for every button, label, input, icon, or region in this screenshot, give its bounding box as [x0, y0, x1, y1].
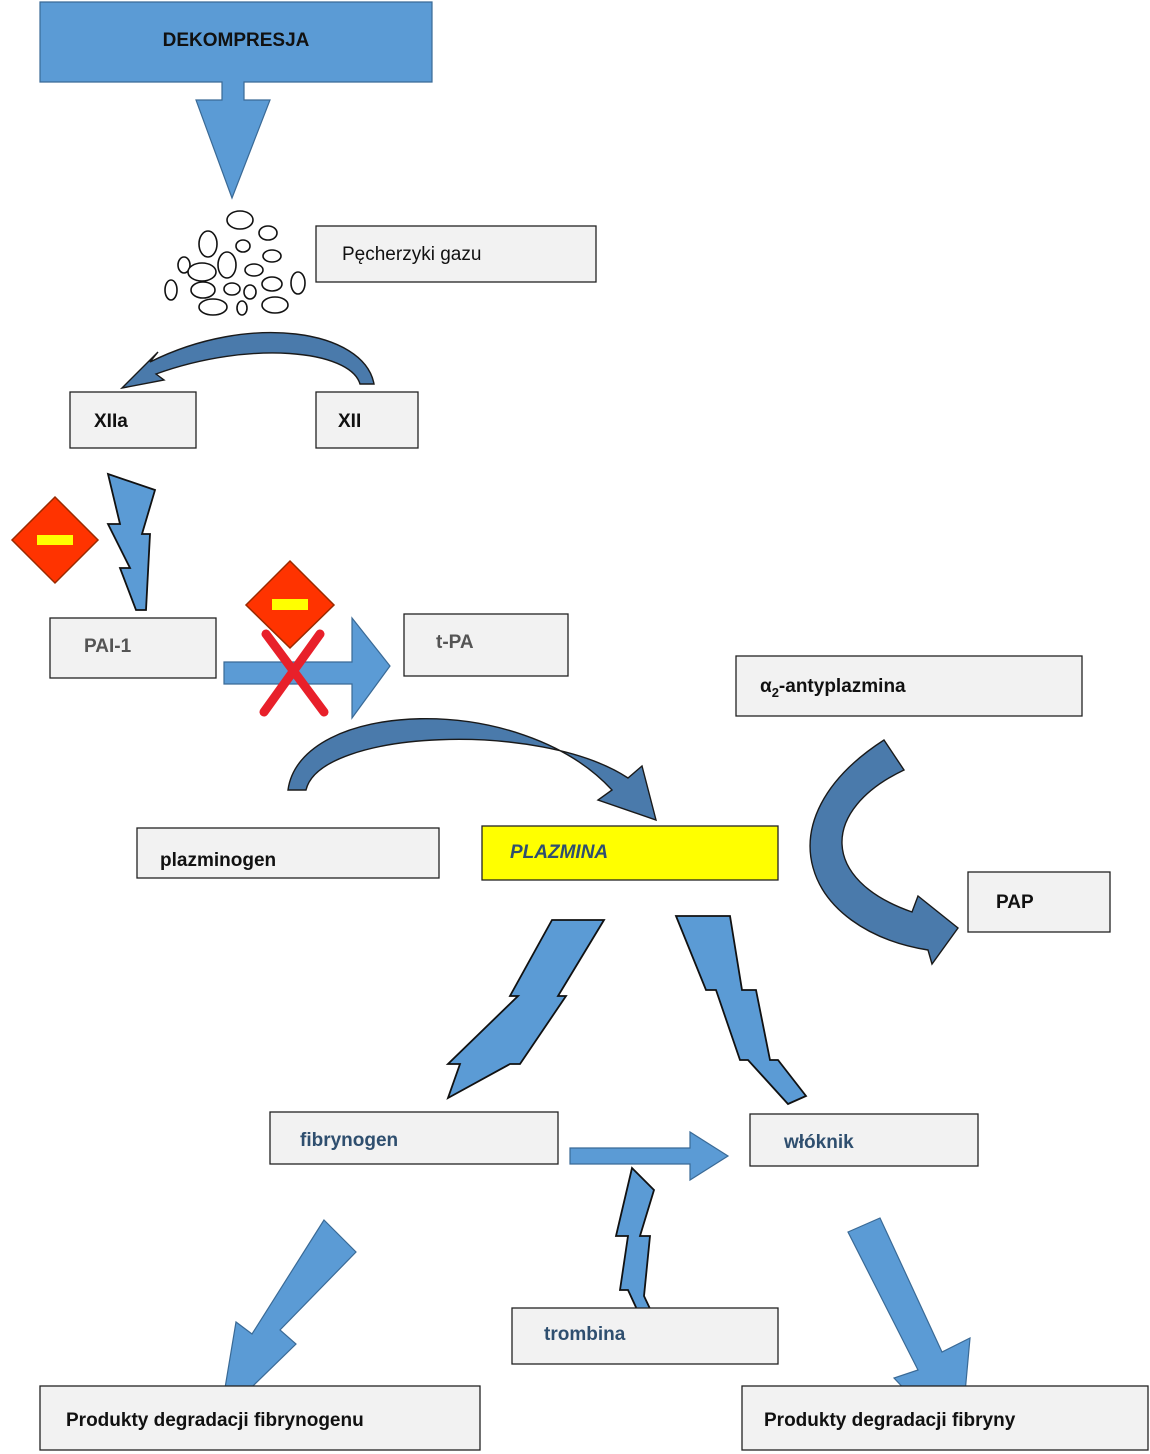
plazmina-to-fibrynogen-bolt	[445, 919, 606, 1100]
plazminogen-box	[136, 827, 440, 879]
wloknik-box	[749, 1113, 979, 1167]
plazmina-label: PLAZMINA	[510, 842, 608, 863]
wloknik-label: włóknik	[783, 1132, 854, 1153]
fibrynogen-to-wloknik-arrow	[569, 1130, 730, 1182]
inhibition-left-icon	[10, 495, 100, 585]
trombina-bolt	[614, 1166, 663, 1333]
trombina-box	[511, 1307, 779, 1365]
pai1-to-tpa-arrow	[223, 616, 391, 720]
dekompresja-label: DEKOMPRESJA	[163, 30, 310, 51]
xii-label: XII	[338, 411, 361, 432]
gas-bubbles-icon	[164, 210, 306, 316]
xii-to-xiia-arrow	[119, 331, 375, 390]
plazmina-to-wloknik-bolt	[674, 915, 808, 1106]
plazminogen-to-plazmina-arrow	[287, 718, 658, 822]
produkty-fibryny-label: Produkty degradacji fibryny	[764, 1410, 1016, 1431]
pap-box	[967, 871, 1111, 933]
alpha2-antyplazmina-label: α2-antyplazmina	[760, 676, 906, 700]
alpha2-antyplazmina-box	[735, 655, 1083, 717]
alpha2-to-pap-arrow	[809, 739, 959, 966]
inhibition-mid-icon	[244, 559, 336, 650]
fibrynogen-box	[269, 1111, 559, 1165]
xiia-to-pai1-bolt	[106, 472, 157, 611]
xii-box	[315, 391, 419, 449]
pai1-box	[49, 617, 217, 679]
tpa-box	[403, 613, 569, 677]
produkty-fibrynogenu-box	[39, 1385, 481, 1451]
plazmina-box	[481, 825, 779, 881]
fibrynogen-label: fibrynogen	[300, 1130, 398, 1151]
xiia-label: XIIa	[94, 411, 128, 432]
plazminogen-label: plazminogen	[160, 850, 276, 871]
pecherzyki-gazu-box	[315, 225, 597, 283]
blocked-cross-icon	[259, 629, 329, 717]
tpa-label: t-PA	[436, 632, 474, 653]
pai1-label: PAI-1	[84, 636, 132, 657]
dekompresja-arrow	[39, 1, 433, 200]
xiia-box	[69, 391, 197, 449]
produkty-fibrynogenu-label: Produkty degradacji fibrynogenu	[66, 1410, 364, 1431]
pecherzyki-gazu-label: Pęcherzyki gazu	[342, 244, 481, 265]
produkty-fibryny-box	[741, 1385, 1149, 1451]
trombina-label: trombina	[544, 1324, 626, 1345]
pap-label: PAP	[996, 892, 1034, 913]
fibrynogen-to-products-arrow	[219, 1219, 357, 1420]
